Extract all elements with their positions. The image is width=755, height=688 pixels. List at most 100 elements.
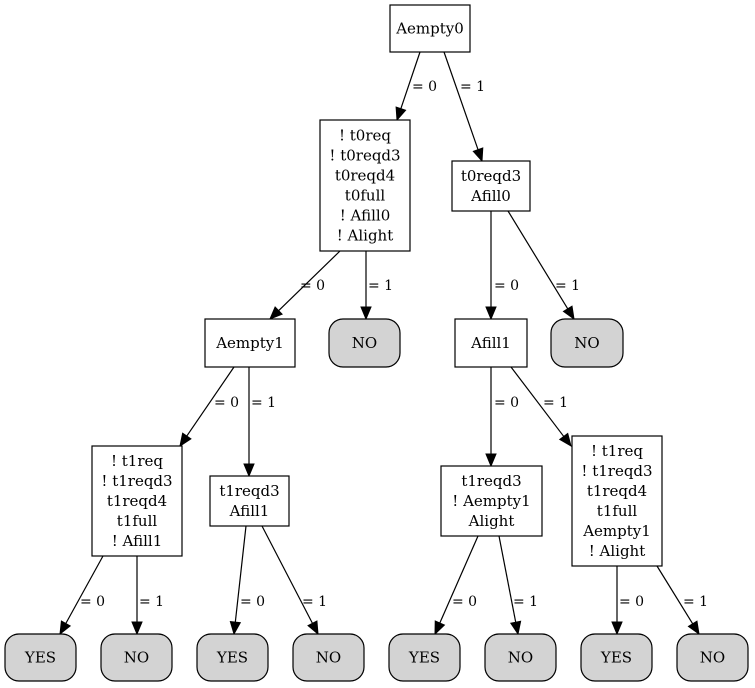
edge-line: [498, 535, 517, 623]
edge-n8-n14: = 1: [261, 525, 327, 636]
node-label-line: t1reqd3: [461, 472, 521, 490]
leaf-node-n17: YES: [580, 633, 653, 682]
edge-line: [656, 565, 694, 625]
arrowhead: [360, 306, 372, 321]
node-box: [454, 318, 528, 368]
node-label-line: t1reqd3: [219, 482, 279, 500]
node-label-line: NO: [700, 649, 725, 667]
node-label-line: ! Alight: [589, 542, 646, 560]
decision-node-n5: Afill1: [454, 318, 528, 368]
edge-label: = 0: [214, 395, 239, 411]
node-label-line: t1reqd4: [587, 482, 647, 500]
edge-n10-n18: = 1: [656, 565, 708, 636]
node-label-line: Alight: [468, 512, 515, 530]
arrowhead: [131, 621, 143, 636]
edge-n0-n2: = 1: [443, 51, 485, 163]
edge-n2-n5: = 0: [485, 211, 519, 321]
decision-node-n1: ! t0req ! t0reqd3 t0reqd4 t0full ! Afill0 ! A…: [319, 119, 411, 252]
leaf-box: [196, 633, 269, 682]
node-label-line: t0reqd4: [335, 167, 395, 185]
leaf-box: [676, 633, 749, 682]
arrowhead: [687, 620, 700, 636]
node-label-line: Aempty1: [582, 522, 651, 540]
node-label-line: NO: [124, 649, 149, 667]
edge-label: = 1: [368, 278, 393, 294]
edge-label: = 1: [139, 594, 164, 610]
leaf-node-n4: NO: [328, 318, 401, 368]
node-label-line: YES: [408, 649, 440, 667]
arrowhead: [229, 620, 242, 636]
edges-layer: = 0= 1= 0= 1= 0= 1= 0= 1= 0= 1= 0= 1= 0=…: [59, 51, 708, 636]
edge-n1-n3: = 0: [269, 250, 341, 320]
leaf-node-n16: NO: [484, 633, 557, 682]
edge-n3-n8: = 1: [243, 367, 276, 478]
leaf-node-n12: NO: [100, 633, 173, 682]
node-label-line: YES: [216, 649, 248, 667]
edge-n5-n9: = 0: [485, 367, 519, 468]
arrowhead: [485, 453, 497, 468]
node-box: [91, 445, 183, 557]
edge-label: = 1: [460, 79, 485, 95]
edge-line: [261, 525, 314, 624]
leaf-box: [4, 633, 77, 682]
arrowhead: [307, 620, 319, 636]
arrowhead: [485, 306, 497, 321]
edge-line: [278, 250, 341, 312]
edge-label: = 1: [251, 395, 276, 411]
node-label-line: ! t1reqd3: [101, 472, 172, 490]
edge-n3-n7: = 0: [179, 366, 239, 448]
node-label-line: Aempty1: [215, 334, 284, 352]
leaf-box: [100, 633, 173, 682]
edge-label: = 0: [452, 594, 477, 610]
edge-line: [234, 525, 247, 623]
node-box: [440, 465, 543, 537]
node-label-line: ! t0req: [339, 127, 391, 145]
node-label-line: ! Afill0: [340, 207, 391, 225]
edge-label: = 1: [543, 395, 568, 411]
edge-label: = 1: [555, 278, 580, 294]
node-label-line: Afill0: [470, 187, 511, 205]
node-label-line: YES: [24, 649, 56, 667]
edge-n7-n11: = 0: [59, 555, 105, 636]
leaf-box: [550, 318, 624, 368]
node-label-line: NO: [352, 334, 377, 352]
arrowhead: [611, 621, 623, 636]
node-label-line: t0reqd3: [461, 167, 521, 185]
node-label-line: ! Alight: [337, 227, 394, 245]
edge-label: = 0: [412, 79, 437, 95]
leaf-box: [484, 633, 557, 682]
leaf-node-n13: YES: [196, 633, 269, 682]
node-box: [209, 475, 290, 527]
edge-line: [439, 535, 479, 624]
node-label-line: ! t0reqd3: [329, 147, 400, 165]
edge-label: = 0: [240, 594, 265, 610]
arrowhead: [434, 620, 446, 636]
edge-n2-n6: = 1: [507, 210, 580, 321]
node-box: [319, 119, 411, 252]
arrowhead: [59, 620, 72, 636]
node-box: [389, 4, 471, 53]
node-box: [571, 435, 663, 567]
node-box: [451, 160, 531, 212]
edge-line: [507, 210, 569, 310]
node-label-line: ! t1reqd3: [581, 462, 652, 480]
node-label-line: NO: [316, 649, 341, 667]
arrowhead: [558, 432, 572, 448]
node-label-line: t0full: [345, 187, 386, 205]
edge-label: = 0: [494, 278, 519, 294]
edge-label: = 0: [619, 594, 644, 610]
edge-line: [443, 51, 479, 150]
edge-n0-n1: = 0: [395, 51, 437, 122]
leaf-box: [328, 318, 401, 368]
arrowhead: [395, 106, 407, 122]
leaf-box: [292, 633, 365, 682]
edge-n7-n12: = 1: [131, 556, 164, 636]
edge-n9-n16: = 1: [498, 535, 538, 636]
node-label-line: ! Aempty1: [452, 492, 530, 510]
node-label-line: t1reqd4: [107, 492, 167, 510]
node-label-line: NO: [508, 649, 533, 667]
edge-label: = 1: [513, 594, 538, 610]
